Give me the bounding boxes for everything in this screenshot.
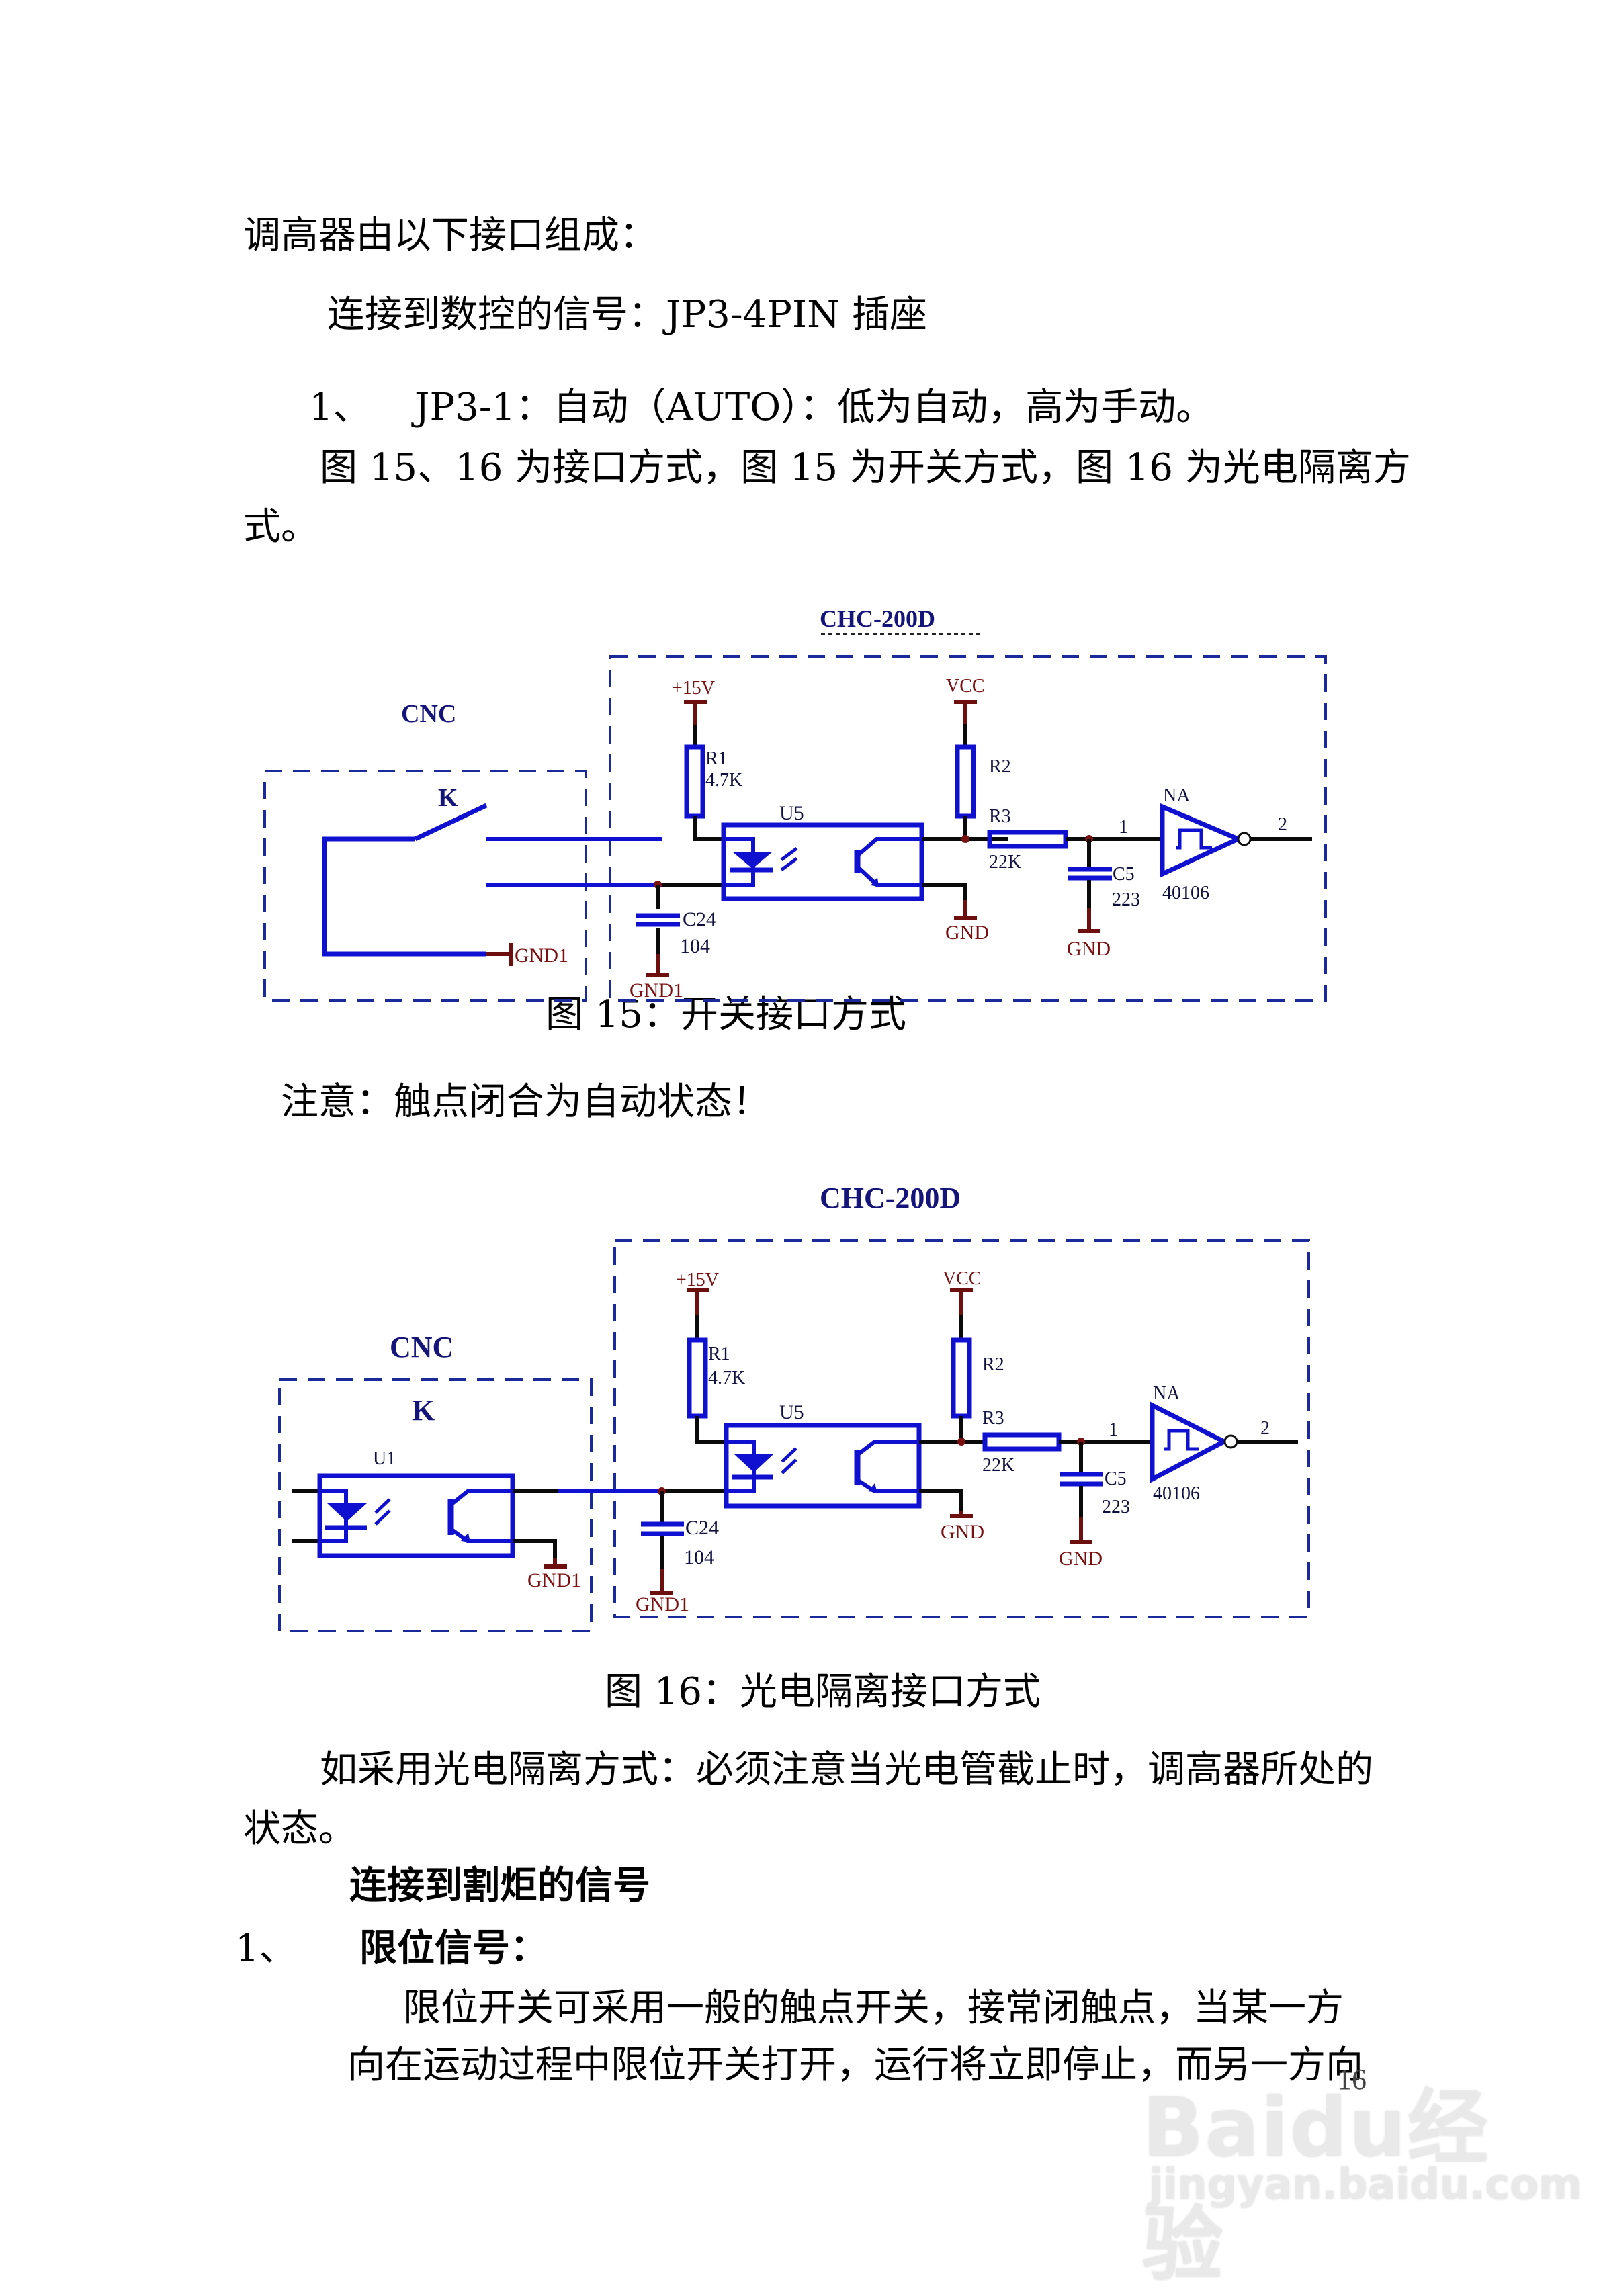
- fig16-c5-name: C5: [1105, 1468, 1127, 1489]
- fig15-r2-name: R2: [989, 756, 1011, 777]
- fig15-device-frame: [609, 655, 1327, 1002]
- capacitor-c5-icon: [1060, 1442, 1103, 1544]
- resistor-r3-icon: [982, 1432, 1062, 1452]
- fig16-plus15v-label: +15V: [676, 1270, 719, 1290]
- optocoupler-u5-icon: [724, 1423, 922, 1509]
- fig16-u5-name: U5: [779, 1401, 804, 1423]
- capacitor-c5-icon: [1068, 839, 1112, 933]
- figure15-switch-circuit: CHC-200D CNC K GND1 C24: [263, 605, 1327, 1002]
- fig15-plus15v-icon: [684, 700, 707, 747]
- fig-desc-line2: 式。: [243, 505, 318, 549]
- intro-text: 调高器由以下接口组成：: [243, 214, 657, 257]
- fig15-r1-name: R1: [705, 748, 728, 769]
- resistor-r1-icon: [684, 744, 726, 841]
- fig15-c5-gnd-label: GND: [1067, 938, 1111, 960]
- fig16-vcc-label: VCC: [943, 1268, 982, 1289]
- capacitor-c24-icon: [636, 885, 680, 977]
- fig15-vcc-label: VCC: [946, 676, 985, 697]
- limit-line1: 限位开关可采用一般的触点开关，接常闭触点，当某一方: [403, 1986, 1344, 2030]
- fig16-switch-label: K: [412, 1394, 435, 1427]
- fig15-r3-name: R3: [989, 806, 1011, 827]
- limit-number: 1、: [235, 1927, 297, 1970]
- opto-note-line2: 状态。: [243, 1807, 356, 1851]
- fig15-cnc-gnd1-label: GND1: [515, 944, 568, 967]
- fig16-cnc-title: CNC: [390, 1331, 453, 1364]
- fig15-pin-in: 1: [1119, 817, 1128, 838]
- fig15-plus15v-label: +15V: [672, 678, 715, 699]
- limit-line2: 向在运动过程中限位开关打开，运行将立即停止，而另一方向: [347, 2043, 1363, 2087]
- fig16-plus15v-icon: [687, 1288, 709, 1340]
- fig16-device-title: CHC-200D: [820, 1182, 961, 1215]
- fig15-gate-name: NA: [1163, 785, 1191, 806]
- fig16-c5-gnd-label: GND: [1059, 1548, 1103, 1570]
- fig15-c24-gnd1-label: GND1: [630, 979, 683, 1002]
- fig15-u5-ground-icon: [954, 900, 977, 920]
- fig15-device-title: CHC-200D: [820, 605, 935, 632]
- fig-desc-line1: 图 15、16 为接口方式，图 15 为开关方式，图 16 为光电隔离方: [320, 446, 1411, 490]
- limit-title: 限位信号：: [359, 1927, 548, 1970]
- junction-dot: [961, 835, 969, 843]
- item1-number: 1、: [309, 386, 371, 429]
- fig16-cnc-gnd1-label: GND1: [527, 1569, 581, 1591]
- fig15-cnc-ground-icon: [486, 943, 513, 966]
- fig16-c24-name: C24: [685, 1517, 719, 1539]
- fig15-switch-label: K: [438, 784, 458, 812]
- note-text: 注意：触点闭合为自动状态！: [281, 1080, 770, 1124]
- fig16-pin-out: 2: [1260, 1418, 1270, 1439]
- resistor-r2-icon: [955, 744, 976, 839]
- fig15-u5-name: U5: [779, 802, 804, 824]
- switch-k-icon: [322, 803, 662, 957]
- fig15-cnc-title: CNC: [401, 700, 456, 728]
- optocoupler-u1-icon: [292, 1473, 515, 1558]
- junction-dot: [957, 1438, 965, 1446]
- fig15-vcc-icon: [954, 700, 977, 747]
- fig16-cnc-frame: [278, 1378, 593, 1632]
- fig15-c24-value: 104: [680, 935, 710, 957]
- item1-text: JP3-1：自动（AUTO）：低为自动，高为手动。: [415, 386, 1214, 429]
- figure16-opto-circuit: CHC-200D CNC K U1 GND1: [278, 1182, 1310, 1632]
- fig16-c24-value: 104: [684, 1546, 714, 1569]
- capacitor-c24-icon: [641, 1491, 684, 1595]
- schmitt-inverter-icon: [1160, 803, 1312, 878]
- cnc-signal-text: 连接到数控的信号：JP3-4PIN 插座: [327, 293, 927, 337]
- fig16-r1-name: R1: [708, 1343, 730, 1364]
- fig15-pin-out: 2: [1278, 814, 1287, 835]
- fig16-device-frame: [613, 1239, 1310, 1618]
- fig16-c24-gnd1-label: GND1: [636, 1593, 689, 1616]
- fig15-gate-part: 40106: [1162, 883, 1209, 903]
- baidu-watermark: Baidu经验 jingyan.baidu.com: [1142, 2042, 1582, 2292]
- fig16-cnc-ground-icon: [544, 1558, 567, 1569]
- resistor-r1-icon: [687, 1337, 726, 1444]
- fig15-r3-value: 22K: [989, 852, 1021, 873]
- fig16-pin-in: 1: [1109, 1419, 1118, 1440]
- optocoupler-u5-icon: [721, 822, 924, 901]
- fig16-r3-name: R3: [982, 1408, 1004, 1429]
- fig16-u5-gnd-label: GND: [941, 1521, 984, 1543]
- fig16-r1-value: 4.7K: [708, 1368, 745, 1388]
- watermark-url: jingyan.baidu.com: [1149, 2160, 1582, 2209]
- fig15-r1-value: 4.7K: [705, 770, 742, 791]
- schmitt-inverter-icon: [1150, 1401, 1298, 1483]
- fig16-r2-name: R2: [982, 1354, 1004, 1375]
- fig16-u1-name: U1: [373, 1448, 396, 1469]
- fig16-gate-name: NA: [1153, 1383, 1180, 1404]
- opto-note-line1: 如采用光电隔离方式：必须注意当光电管截止时，调高器所处的: [320, 1748, 1373, 1792]
- fig15-c24-name: C24: [683, 908, 716, 930]
- fig15-c5-name: C5: [1113, 864, 1135, 885]
- fig16-u5-ground-icon: [950, 1511, 973, 1518]
- fig16-vcc-icon: [950, 1288, 973, 1340]
- torch-heading: 连接到割炬的信号: [349, 1864, 650, 1908]
- resistor-r2-icon: [951, 1337, 972, 1442]
- fig16-r3-value: 22K: [982, 1455, 1014, 1476]
- fig16-caption: 图 16：光电隔离接口方式: [605, 1670, 1041, 1714]
- fig16-gate-part: 40106: [1153, 1483, 1200, 1504]
- fig15-u5-gnd-label: GND: [945, 922, 989, 944]
- page-number: 16: [1337, 2063, 1367, 2096]
- fig15-c5-value: 223: [1112, 889, 1140, 910]
- fig16-c5-value: 223: [1102, 1497, 1130, 1517]
